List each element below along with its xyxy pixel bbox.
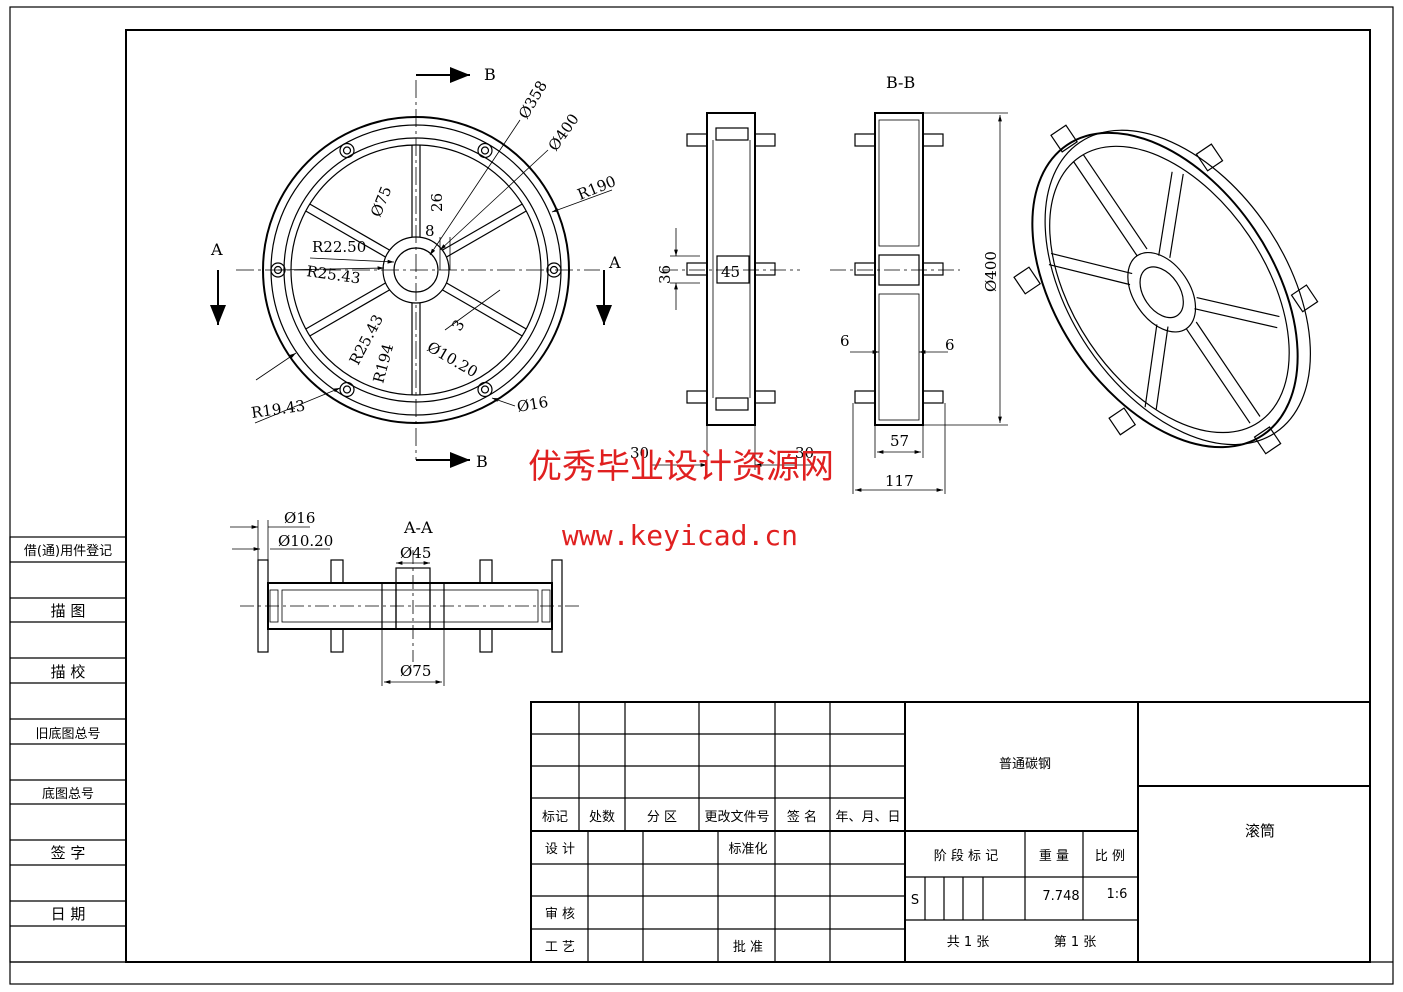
pin-hole	[480, 385, 490, 394]
isometric-view	[1013, 124, 1319, 455]
stage-label: 阶 段 标 记	[934, 849, 998, 864]
section-bb-title: B-B	[886, 73, 915, 92]
outer-border	[9, 6, 1394, 985]
dim-aa-d16: Ø16	[284, 509, 315, 527]
role-standard: 标准化	[728, 842, 767, 857]
section-mark-a-right: A	[608, 253, 621, 272]
left-row-date: 日 期	[51, 905, 86, 923]
sheets-total: 共 1 张	[947, 935, 990, 950]
section-mark-b-bottom: B	[476, 452, 488, 471]
spoke-edge	[305, 210, 386, 258]
role-process: 工 艺	[545, 940, 575, 955]
section-aa-title: A-A	[403, 518, 433, 537]
dim-side-30a: 30	[630, 444, 649, 462]
dim-front-3: 3	[448, 316, 468, 334]
rev-header-doc: 更改文件号	[704, 810, 769, 825]
weight-label: 重 量	[1039, 848, 1069, 864]
left-row-base: 底图总号	[42, 786, 94, 802]
spoke-edge	[309, 289, 390, 337]
material: 普通碳钢	[999, 757, 1051, 772]
dim-side-36: 36	[656, 265, 674, 284]
dim-aa-d1020: Ø10.20	[278, 532, 333, 550]
dim-front-r2250: R22.50	[312, 238, 366, 256]
watermark-url: www.keyicad.cn	[562, 519, 798, 552]
stage-value: S	[911, 893, 919, 908]
pin-hole	[477, 381, 493, 398]
dim-front-r194: R194	[369, 342, 397, 385]
left-row-check: 描 校	[51, 663, 86, 681]
pin-hole	[480, 146, 490, 155]
dim-front-d358: Ø358	[515, 78, 551, 122]
side-view: 36 45 30 30	[630, 112, 814, 470]
spoke-edge	[305, 282, 386, 330]
dim-front-d16: Ø16	[516, 393, 550, 416]
spoke-edge	[442, 203, 523, 251]
rev-header-mark: 标记	[542, 810, 568, 825]
pin-hole	[339, 142, 355, 159]
dim-front-8: 8	[425, 222, 435, 240]
dim-bb-d400: Ø400	[982, 251, 1000, 292]
spoke-edge	[309, 203, 390, 251]
dim-side-30b: 30	[795, 444, 814, 462]
watermark-site-name: 优秀毕业设计资源网	[528, 447, 834, 487]
spoke-edge	[442, 289, 523, 337]
weight-value: 7.748	[1042, 889, 1079, 904]
left-row-old-base: 旧底图总号	[35, 726, 100, 742]
pin-hole	[477, 142, 493, 159]
rev-header-zone: 分 区	[647, 810, 677, 825]
dim-bb-117: 117	[885, 472, 914, 490]
role-design: 设 计	[545, 842, 575, 857]
dim-aa-d45: Ø45	[400, 544, 431, 562]
section-aa-view: A-A Ø16 Ø10.20 Ø45 Ø75	[230, 509, 580, 686]
pin-hole	[342, 146, 352, 155]
scale-value: 1:6	[1107, 887, 1128, 902]
spoke-edge	[446, 282, 527, 330]
dim-front-r2543a: R25.43	[305, 262, 361, 287]
pin-hole	[549, 265, 559, 275]
dim-bb-6b: 6	[945, 336, 955, 354]
left-row-trace: 描 图	[51, 602, 86, 620]
rev-header-date: 年、月、日	[835, 810, 900, 825]
pin-hole	[546, 262, 562, 278]
dim-front-r190: R190	[575, 172, 619, 204]
dim-side-45: 45	[721, 263, 740, 281]
dim-front-d1020: Ø10.20	[424, 338, 481, 381]
section-bb-view: B-B Ø400 6 6 57 117	[830, 73, 1008, 494]
pin-hole	[342, 385, 352, 394]
left-row-sign: 签 字	[51, 844, 86, 862]
left-record-panel: 借(通)用件登记 描 图 描 校 旧底图总号 底图总号 签 字 日 期	[9, 536, 127, 963]
title-block: 标记 处数 分 区 更改文件号 签 名 年、月、日 设 计 标准化 审 核 工 …	[530, 701, 1371, 963]
spoke-edge	[446, 210, 527, 258]
role-approve: 批 准	[733, 940, 763, 955]
pin-hole	[339, 381, 355, 398]
front-view: B B A A Ø358 Ø400 R190 Ø75 26 8 R22.50 R…	[210, 65, 621, 471]
section-mark-a-left: A	[210, 240, 223, 259]
dim-front-d400: Ø400	[545, 110, 583, 154]
left-row-borrow: 借(通)用件登记	[24, 544, 112, 559]
dim-front-26: 26	[428, 193, 446, 212]
part-name: 滚筒	[1245, 822, 1275, 840]
rev-header-count: 处数	[589, 810, 615, 825]
dim-aa-d75: Ø75	[400, 662, 431, 680]
rev-header-sign: 签 名	[787, 809, 817, 825]
dim-bb-6a: 6	[840, 332, 850, 350]
section-mark-b-top: B	[484, 65, 496, 84]
dim-bb-57: 57	[890, 432, 909, 450]
dim-front-r1943: R19.43	[250, 397, 306, 422]
role-review: 审 核	[545, 907, 575, 922]
dim-front-d75: Ø75	[367, 184, 395, 220]
scale-label: 比 例	[1095, 849, 1125, 864]
sheet-number: 第 1 张	[1054, 935, 1097, 950]
